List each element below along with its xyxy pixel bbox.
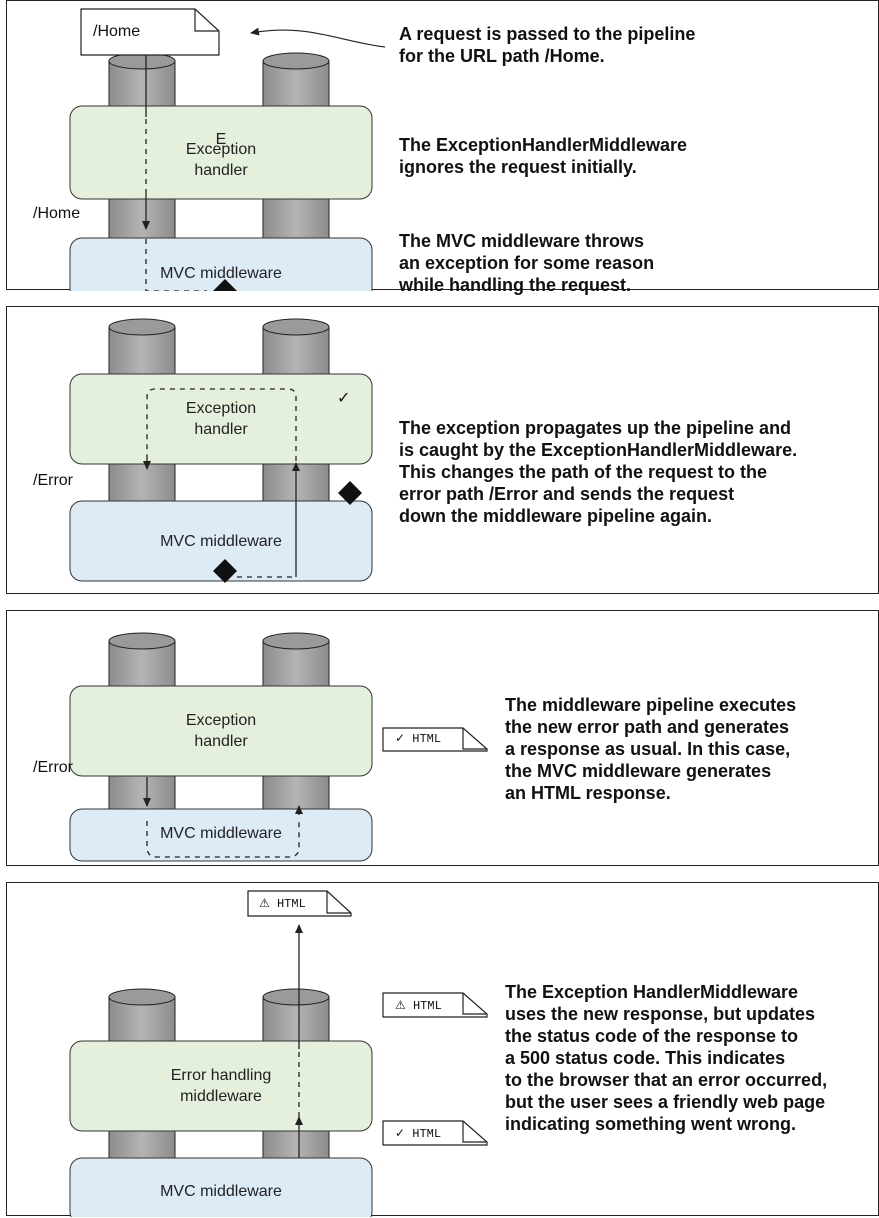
html-response-top-label: ⚠ HTML [259, 897, 306, 911]
panel1-diagram: E ! [69, 8, 386, 291]
error-diamond-icon: ! [338, 481, 362, 505]
exception-handler-label: E [216, 131, 227, 148]
html-response-low-label: ✓ HTML [395, 1127, 442, 1141]
note-request-passed: A request is passed to the pipeline for … [399, 24, 696, 66]
panel-error-path-executes: Exception handler MVC middleware /Error … [6, 610, 879, 866]
check-mark-icon: ✓ [337, 388, 350, 407]
error-diamond-icon: ! [213, 279, 237, 291]
side-path-label: /Error [33, 759, 73, 776]
error-diamond-icon: ! [213, 559, 237, 583]
note-mvc-throws: The MVC middleware throws an exception f… [399, 231, 655, 295]
error-handling-box [69, 1040, 373, 1132]
html-response-mid-document [382, 992, 488, 1018]
note-exception-propagates: The exception propagates up the pipeline… [399, 418, 798, 526]
svg-text:!: ! [347, 487, 352, 501]
side-path-label: /Error [33, 472, 73, 489]
exception-handler-text: Exception handler [185, 141, 257, 179]
panel-request-home: E ! Exception handler MVC middleware /Ho… [6, 0, 879, 295]
note-handler-ignores: The ExceptionHandlerMiddleware ignores t… [399, 135, 688, 177]
exception-handler-box [69, 685, 373, 777]
mvc-middleware-text: MVC middleware [160, 533, 282, 550]
request-document [80, 8, 220, 56]
mvc-middleware-box [69, 1157, 373, 1217]
request-document-label: /Home [93, 23, 141, 40]
exception-handler-text: Exception handler [185, 400, 257, 438]
exception-handler-text: Exception handler [185, 712, 257, 750]
panel4-diagram [69, 890, 488, 1217]
html-response-mid-label: ⚠ HTML [395, 999, 442, 1013]
panel3-diagram [69, 632, 488, 862]
mvc-middleware-text: MVC middleware [160, 825, 282, 842]
svg-text:!: ! [222, 565, 227, 579]
note-pipeline-executes: The middleware pipeline executes the new… [505, 695, 797, 803]
html-response-low-document [382, 1120, 488, 1146]
html-response-document [382, 727, 488, 752]
panel2-diagram: ✓ ! ! [69, 318, 373, 583]
pointer-arrow [250, 27, 386, 48]
svg-text:!: ! [222, 287, 228, 291]
panel-status-code-updated: Error handling middleware MVC middleware… [6, 882, 879, 1217]
html-response-label: ✓ HTML [395, 732, 442, 746]
side-path-label: /Home [33, 205, 81, 222]
html-response-top-document [247, 890, 352, 917]
panel-exception-propagates: ✓ ! ! Exception handler MVC middleware /… [6, 306, 879, 594]
error-handling-text: Error handling middleware [170, 1067, 272, 1105]
note-status-code: The Exception HandlerMiddleware uses the… [505, 982, 828, 1134]
mvc-middleware-text: MVC middleware [160, 1183, 282, 1200]
mvc-middleware-text: MVC middleware [160, 265, 282, 282]
mvc-middleware-box [69, 808, 373, 862]
